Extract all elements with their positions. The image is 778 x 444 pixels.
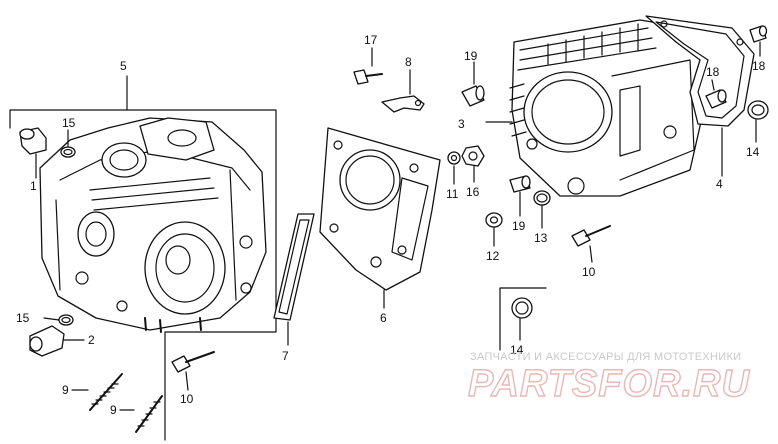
part-18-dowel-b [749, 25, 768, 57]
label-part-1: 1 [30, 179, 37, 193]
part-6-head-gasket [319, 127, 441, 309]
part-11-washer [447, 151, 461, 185]
part-19-dowel-top [461, 61, 485, 107]
part-17-bolt [353, 47, 383, 85]
watermark: ЗАПЧАСТИ И АКСЕССУАРЫ ДЛЯ МОТОТЕХНИКИ PA… [467, 351, 750, 406]
label-part-15b: 15 [16, 311, 30, 325]
label-part-15a: 15 [62, 116, 76, 130]
label-part-10a: 10 [180, 392, 194, 406]
part-4-gasket-plate [645, 15, 755, 177]
label-part-10b: 10 [582, 265, 596, 279]
label-part-17: 17 [364, 33, 378, 47]
label-part-12: 12 [486, 249, 500, 263]
part-14-seal-top [747, 100, 769, 143]
label-part-3: 3 [458, 117, 465, 131]
label-part-8: 8 [405, 55, 412, 69]
part-19-dowel-bottom [509, 175, 531, 217]
label-part-2: 2 [88, 333, 95, 347]
label-part-9a: 9 [62, 383, 69, 397]
part-15-oring-top [60, 129, 76, 158]
part-16-nut [461, 145, 485, 183]
part-9-stud-a [71, 373, 123, 411]
label-part-4: 4 [716, 177, 723, 191]
part-15-oring-bottom [43, 314, 74, 326]
watermark-tagline: ЗАПЧАСТИ И АКСЕССУАРЫ ДЛЯ МОТОТЕХНИКИ [470, 351, 741, 363]
cylinder-block [485, 19, 707, 197]
label-part-16: 16 [466, 185, 480, 199]
part-13-oring [533, 190, 551, 229]
part-1-cap [19, 127, 47, 179]
part-18-dowel-a [705, 79, 727, 109]
label-part-19b: 19 [512, 219, 526, 233]
group-bracket-5 [9, 75, 277, 441]
cylinder-head [39, 117, 267, 333]
part-10-bolt-lower [171, 351, 215, 391]
label-part-5: 5 [120, 59, 127, 73]
label-part-18a: 18 [706, 65, 720, 79]
group-bracket-14 [499, 287, 547, 351]
part-8-clamp [381, 69, 425, 113]
label-part-19a: 19 [464, 49, 478, 63]
part-10-bolt-upper [571, 225, 611, 263]
label-part-14b: 14 [510, 343, 524, 357]
part-2-cap [29, 325, 85, 357]
part-7-gasket [273, 213, 315, 346]
part-labels: 5 15 1 15 2 9 9 10 7 6 17 8 19 3 11 16 1… [16, 33, 766, 417]
label-part-18b: 18 [752, 59, 766, 73]
part-12-washer [485, 212, 503, 247]
part-9-stud-b [119, 395, 163, 433]
label-part-7: 7 [282, 349, 289, 363]
label-part-9b: 9 [110, 403, 117, 417]
watermark-brand: PARTSFOR.RU [468, 363, 750, 405]
label-part-14a: 14 [746, 145, 760, 159]
label-part-13: 13 [534, 231, 548, 245]
label-part-6: 6 [380, 311, 387, 325]
label-part-11: 11 [446, 187, 459, 201]
